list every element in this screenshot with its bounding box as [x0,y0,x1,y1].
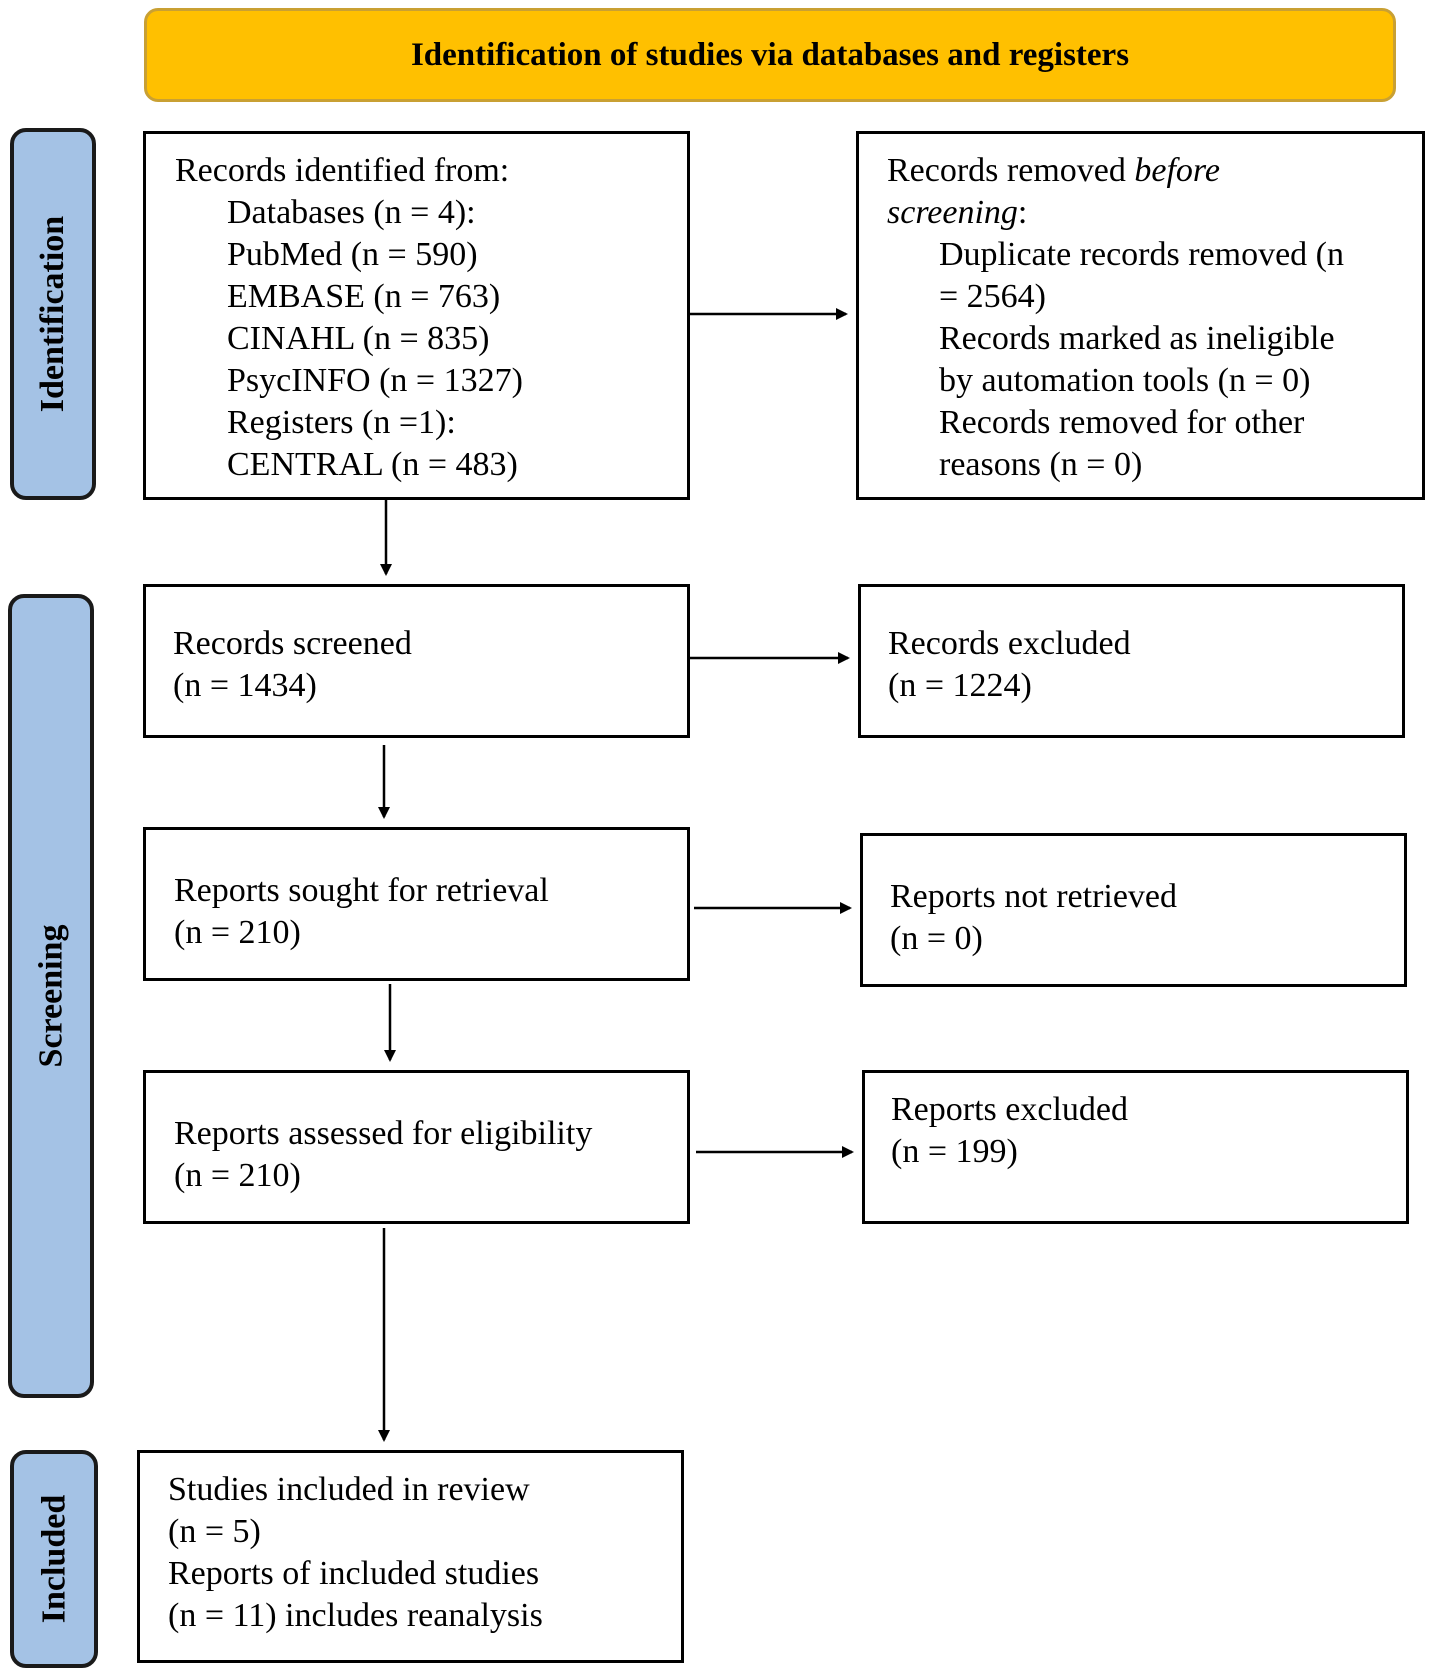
records-identified-heading: Records identified from: [175,152,510,189]
duplicates-line-1: Duplicate records removed (n [939,236,1344,273]
studies-included-count: (n = 5) [168,1513,261,1550]
registers-line: Registers (n =1): [227,404,456,441]
studies-included-label: Studies included in review [168,1471,530,1508]
other-reasons-line-2: reasons (n = 0) [939,446,1143,483]
box-reports-not-retrieved: Reports not retrieved (n = 0) [860,833,1407,987]
records-removed-heading-1: Records removed before [887,150,1422,192]
duplicates-line-2: = 2564) [939,278,1046,315]
records-removed-heading-2: screening: [887,192,1422,234]
pubmed-line: PubMed (n = 590) [227,236,478,273]
cinahl-line: CINAHL (n = 835) [227,320,490,357]
box-reports-assessed: Reports assessed for eligibility (n = 21… [143,1070,690,1224]
other-reasons-line-1: Records removed for other [939,404,1305,441]
reports-assessed-count: (n = 210) [174,1157,301,1194]
removed-heading-italic-before: before [1134,152,1220,189]
phase-identification: Identification [10,128,96,500]
embase-line: EMBASE (n = 763) [227,278,501,315]
databases-line: Databases (n = 4): [227,194,476,231]
reports-excluded-label: Reports excluded [891,1091,1128,1128]
reports-not-retrieved-label: Reports not retrieved [890,878,1178,915]
removed-heading-italic-screening: screening [887,194,1018,231]
reports-sought-count: (n = 210) [174,914,301,951]
box-records-identified: Records identified from: Databases (n = … [143,131,690,500]
phase-included: Included [10,1450,98,1668]
removed-heading-prefix: Records removed [887,152,1135,189]
records-screened-label: Records screened [173,625,412,662]
ineligible-line-2: by automation tools (n = 0) [939,362,1311,399]
psycinfo-line: PsycINFO (n = 1327) [227,362,523,399]
removed-heading-suffix: : [1017,194,1028,231]
box-reports-sought: Reports sought for retrieval (n = 210) [143,827,690,981]
box-studies-included: Studies included in review (n = 5) Repor… [137,1450,684,1663]
records-excluded-count: (n = 1224) [888,667,1032,704]
reports-included-count: (n = 11) includes reanalysis [168,1597,543,1634]
records-excluded-label: Records excluded [888,625,1131,662]
reports-excluded-count: (n = 199) [891,1133,1018,1170]
reports-not-retrieved-count: (n = 0) [890,920,983,957]
header-bar: Identification of studies via databases … [144,8,1396,102]
ineligible-line-1: Records marked as ineligible [939,320,1335,357]
reports-assessed-label: Reports assessed for eligibility [174,1115,593,1152]
central-line: CENTRAL (n = 483) [227,446,518,483]
box-reports-excluded: Reports excluded (n = 199) [862,1070,1409,1224]
reports-included-label: Reports of included studies [168,1555,540,1592]
phase-screening: Screening [8,594,94,1398]
header-title: Identification of studies via databases … [410,36,1130,73]
records-screened-count: (n = 1434) [173,667,317,704]
box-records-removed: Records removed before screening: Duplic… [856,131,1425,500]
box-records-excluded: Records excluded (n = 1224) [858,584,1405,738]
reports-sought-label: Reports sought for retrieval [174,872,549,909]
box-records-screened: Records screened (n = 1434) [143,584,690,738]
